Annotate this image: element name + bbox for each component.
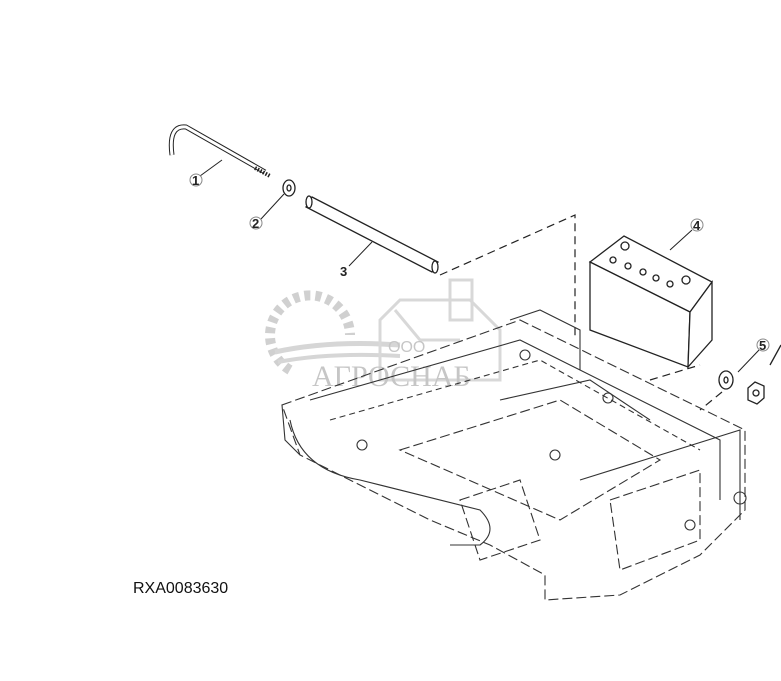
- gear-icon: [265, 290, 355, 375]
- callout-4: 4: [669, 218, 704, 251]
- callout-label: 2: [252, 216, 259, 231]
- callout-1: 1: [189, 159, 223, 188]
- callout-label: 3: [340, 264, 347, 279]
- washer-nut-part: [718, 344, 781, 405]
- watermark-logo: ООО АГРОСНАБ: [265, 278, 502, 393]
- callout-5: 5: [737, 338, 770, 373]
- callout-2: 2: [249, 193, 285, 231]
- callout-3: 3: [340, 241, 373, 279]
- washer-part: [282, 179, 296, 197]
- callout-label: 4: [693, 218, 701, 233]
- figure-id: RXA0083630: [133, 580, 229, 597]
- assembly-lines: [439, 214, 723, 411]
- battery-part: [588, 235, 713, 369]
- watermark-prefix: ООО: [388, 339, 425, 356]
- battery-tray-frame: [281, 309, 747, 601]
- callout-label: 1: [192, 173, 199, 188]
- callout-label: 5: [759, 338, 766, 353]
- tube-part: [305, 195, 439, 274]
- hook-rod-part: [168, 124, 271, 178]
